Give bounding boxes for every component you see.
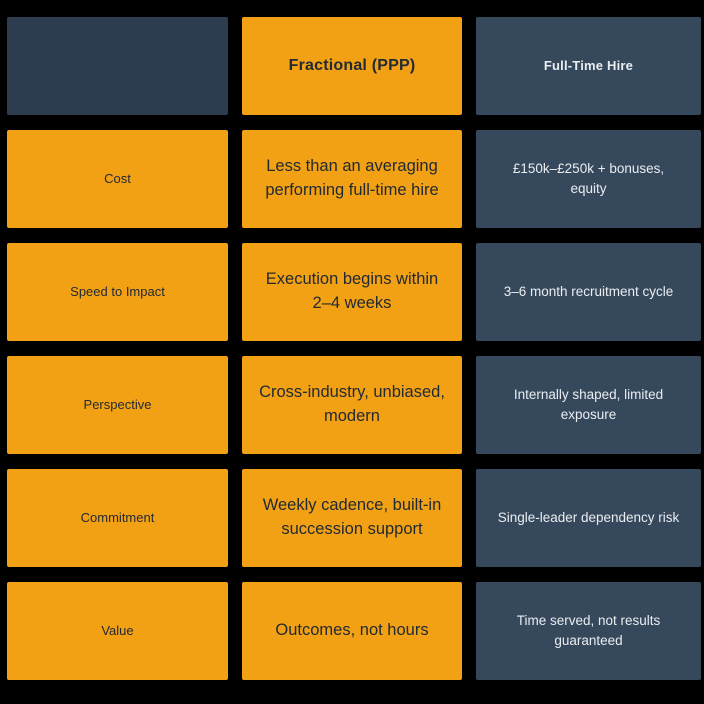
row-speed-label: Speed to Impact xyxy=(7,243,228,341)
row-cost-label: Cost xyxy=(7,130,228,228)
column-header-fulltime: Full-Time Hire xyxy=(476,17,701,115)
row-commitment-fulltime: Single-leader dependency risk xyxy=(476,469,701,567)
row-perspective-label: Perspective xyxy=(7,356,228,454)
row-speed-fractional: Execution begins within 2–4 weeks xyxy=(242,243,462,341)
header-empty-cell xyxy=(7,17,228,115)
row-cost-fulltime: £150k–£250k + bonuses, equity xyxy=(476,130,701,228)
row-perspective-fulltime: Internally shaped, limited exposure xyxy=(476,356,701,454)
comparison-table: Fractional (PPP) Full-Time Hire Cost Les… xyxy=(7,17,701,680)
row-value-label: Value xyxy=(7,582,228,680)
row-value-fractional: Outcomes, not hours xyxy=(242,582,462,680)
row-perspective-fractional: Cross-industry, unbiased, modern xyxy=(242,356,462,454)
row-cost-fractional: Less than an averaging performing full-t… xyxy=(242,130,462,228)
row-value-fulltime: Time served, not results guaranteed xyxy=(476,582,701,680)
row-commitment-fractional: Weekly cadence, built-in succession supp… xyxy=(242,469,462,567)
row-commitment-label: Commitment xyxy=(7,469,228,567)
row-speed-fulltime: 3–6 month recruitment cycle xyxy=(476,243,701,341)
column-header-fractional: Fractional (PPP) xyxy=(242,17,462,115)
